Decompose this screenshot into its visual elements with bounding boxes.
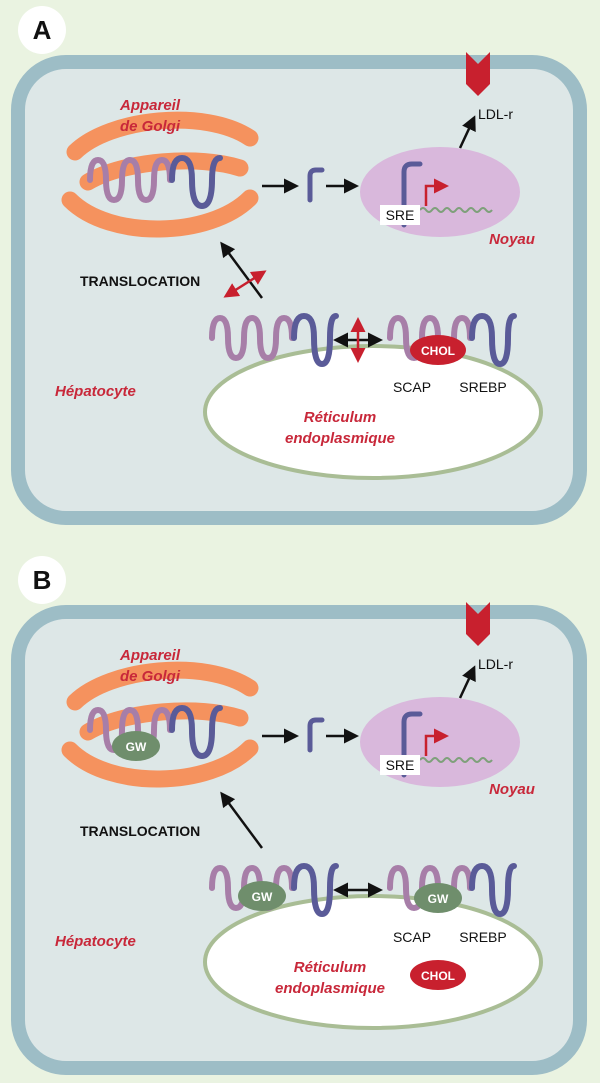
gw-label: GW (252, 890, 273, 904)
srebp-label: SREBP (459, 929, 506, 945)
srebp-protein (169, 704, 223, 760)
receptor-label: LDL-r (478, 106, 513, 122)
er-label: Réticulum (304, 409, 377, 426)
dna-strand (419, 207, 493, 213)
ldl-receptor-icon (466, 52, 490, 96)
dna-strand (419, 757, 493, 763)
er-label: endoplasmique (285, 430, 395, 447)
sre-label: SRE (386, 757, 415, 773)
gw-compound-badge (414, 883, 462, 913)
er-label: endoplasmique (275, 980, 385, 997)
gw-label: GW (428, 892, 449, 906)
gw-compound-badge (112, 731, 160, 761)
receptor-arrow (458, 665, 476, 699)
cell-label: Hépatocyte (55, 933, 136, 950)
golgi-label: de Golgi (120, 118, 181, 135)
panel-b: B Appareil de Golgi GW SRE Noyau LDL-r T… (11, 556, 587, 1075)
scap-protein (209, 864, 295, 912)
panel-letter-badge (18, 556, 66, 604)
scap-protein (387, 314, 473, 362)
ldl-receptor-icon (466, 602, 490, 646)
srebp-protein (169, 154, 223, 210)
cholesterol-badge (410, 335, 466, 365)
srebp-label: SREBP (459, 379, 506, 395)
sre-box (380, 755, 420, 775)
srebp-fragment (401, 711, 423, 778)
scap-label: SCAP (393, 929, 431, 945)
receptor-label: LDL-r (478, 656, 513, 672)
srebp-protein (469, 312, 517, 368)
golgi-label: Appareil (119, 97, 181, 114)
panel-letter: B (33, 565, 52, 595)
chol-label: CHOL (421, 344, 455, 358)
gw-label: GW (126, 740, 147, 754)
srebp-fragment (307, 167, 325, 203)
receptor-arrow (458, 115, 476, 149)
chol-label: CHOL (421, 969, 455, 983)
er-label: Réticulum (294, 959, 367, 976)
translocation-arrow (220, 791, 264, 849)
cell-label: Hépatocyte (55, 383, 136, 400)
scap-protein (209, 314, 295, 362)
translocation-block-arrow (223, 270, 267, 298)
nucleus-label: Noyau (489, 781, 535, 798)
sre-box (380, 205, 420, 225)
srebp-fragment (401, 161, 423, 228)
nucleus-label: Noyau (489, 231, 535, 248)
srebp-fragment (307, 717, 325, 753)
srebp-protein (291, 312, 339, 368)
golgi-label: Appareil (119, 647, 181, 664)
transcription-arrow (424, 728, 449, 756)
endoplasmic-reticulum (203, 894, 543, 1030)
scap-label: SCAP (393, 379, 431, 395)
translocation-label: TRANSLOCATION (80, 273, 200, 289)
scap-protein (87, 156, 173, 204)
scap-protein (387, 864, 473, 912)
srebp-protein (469, 862, 517, 918)
cholesterol-badge (410, 960, 466, 990)
panel-a: A Appareil de Golgi SRE Noyau LDL-r TRAN… (11, 6, 587, 525)
panel-letter: A (33, 15, 52, 45)
sre-label: SRE (386, 207, 415, 223)
translocation-label: TRANSLOCATION (80, 823, 200, 839)
golgi-label: de Golgi (120, 668, 181, 685)
scap-protein (87, 706, 173, 754)
gw-compound-badge (238, 881, 286, 911)
panel-letter-badge (18, 6, 66, 54)
srebp-protein (291, 862, 339, 918)
transcription-arrow (424, 178, 449, 206)
